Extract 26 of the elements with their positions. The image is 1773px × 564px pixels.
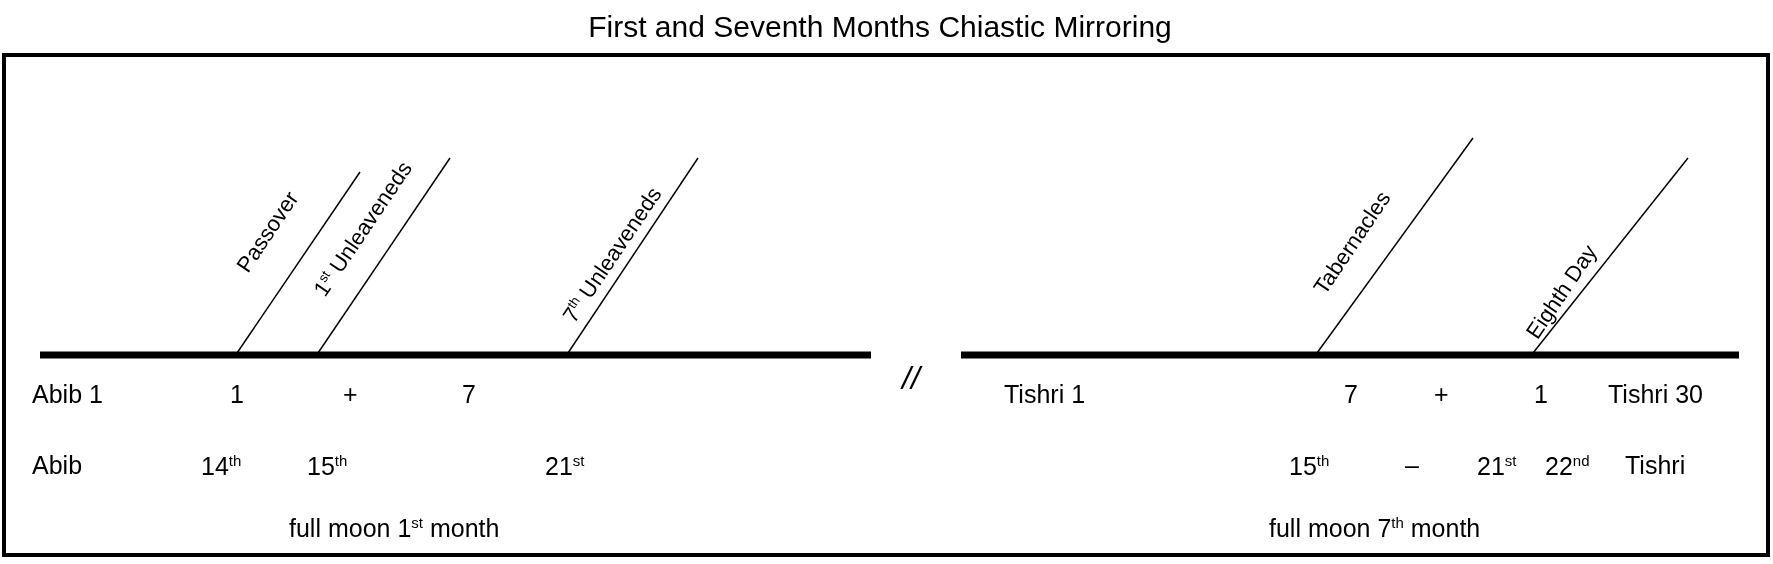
month-label: Tishri (1625, 453, 1686, 478)
leader-line (567, 157, 699, 354)
day-ordinal: 14$^{th}$ (201, 453, 242, 480)
range-dash: – (1405, 453, 1419, 478)
day-ordinal: 15$^{th}$ (1289, 453, 1330, 480)
day-ordinal: 22$^{nd}$ (1545, 453, 1590, 480)
date-label: Tishri 30 (1608, 382, 1703, 407)
date-label: Abib 1 (32, 382, 103, 407)
day-ordinal: 21$^{st}$ (545, 453, 585, 480)
leader-line (1316, 137, 1474, 354)
day-number: 7 (462, 382, 476, 407)
caption-text: full moon 7$^{th}$ month (1269, 515, 1481, 542)
day-ordinal: 21$^{st}$ (1477, 453, 1517, 480)
leader-line (236, 171, 361, 354)
diagram-title: First and Seventh Months Chiastic Mirroring (587, 10, 1173, 44)
month-label: Abib (32, 453, 83, 478)
plus-sign: + (1434, 382, 1449, 407)
date-label: Tishri 1 (1004, 382, 1086, 407)
leader-line (317, 157, 451, 354)
day-number: 1 (1534, 382, 1548, 407)
leader-line (1532, 157, 1689, 354)
day-number: 1 (230, 382, 244, 407)
caption-text: full moon 1$^{st}$ month (289, 515, 500, 542)
plus-sign: + (343, 382, 358, 407)
day-ordinal: 15$^{th}$ (307, 453, 348, 480)
day-number: 7 (1344, 382, 1358, 407)
